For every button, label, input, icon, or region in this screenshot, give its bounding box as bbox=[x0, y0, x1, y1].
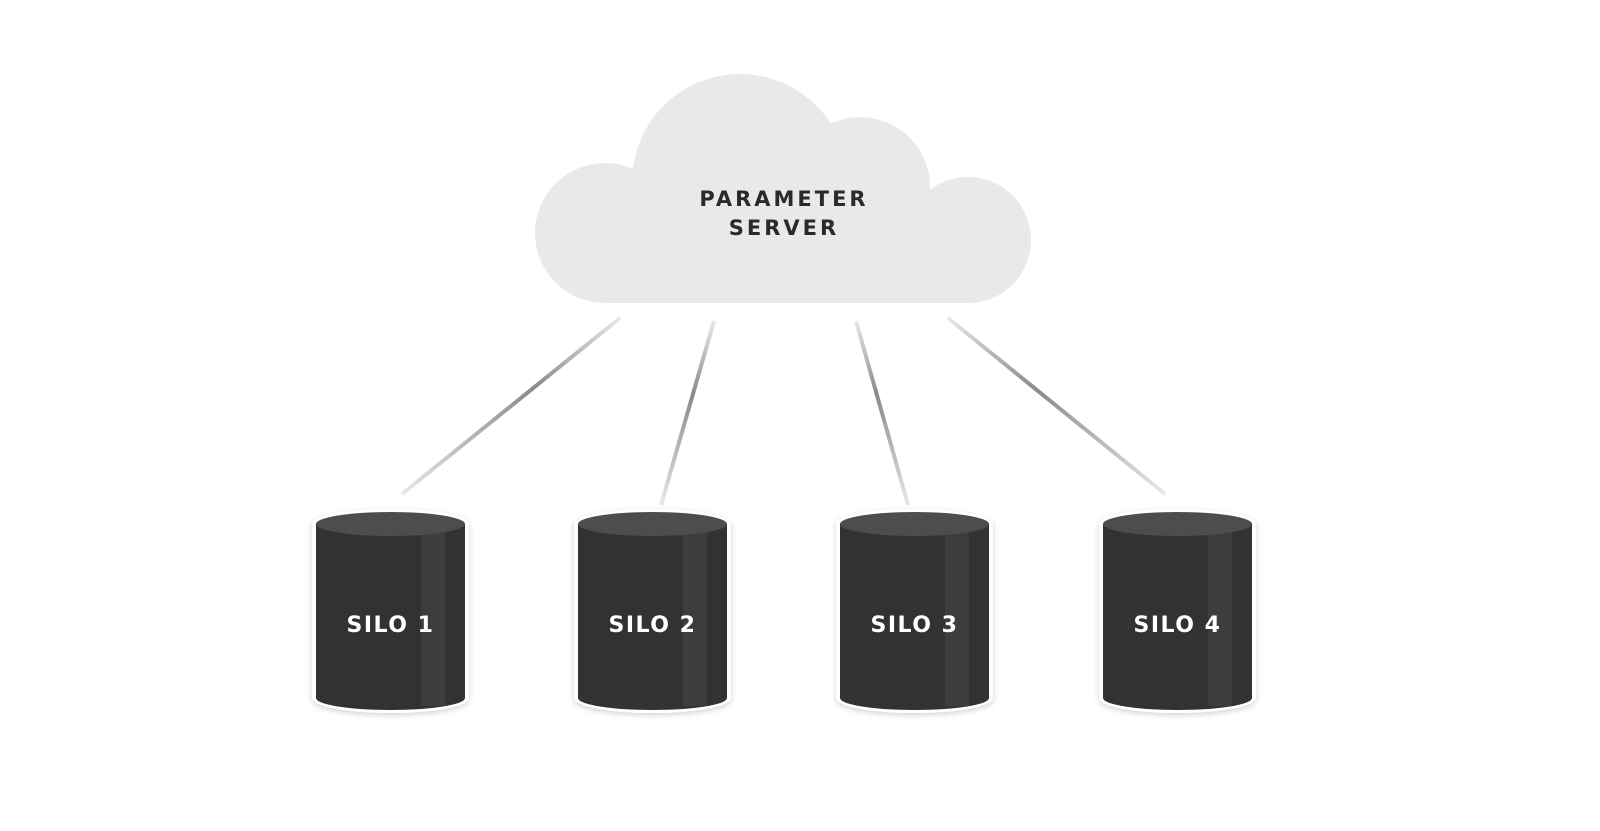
silo-4: SILO 4 bbox=[1099, 509, 1256, 714]
silo-3: SILO 3 bbox=[836, 509, 993, 714]
parameter-server-cloud: PARAMETER SERVER bbox=[535, 74, 1031, 303]
silo-1: SILO 1 bbox=[312, 509, 470, 714]
server-label-line1: PARAMETER bbox=[699, 187, 868, 211]
connection-line bbox=[400, 316, 622, 496]
connection-line bbox=[854, 320, 910, 506]
connection-line bbox=[659, 320, 716, 506]
silo-label: SILO 2 bbox=[609, 613, 697, 638]
connection-line bbox=[946, 316, 1167, 496]
server-label-line2: SERVER bbox=[729, 216, 839, 240]
connections bbox=[400, 316, 1167, 506]
silo-label: SILO 3 bbox=[871, 613, 959, 638]
silo-label: SILO 4 bbox=[1134, 613, 1222, 638]
silo-2: SILO 2 bbox=[574, 509, 731, 714]
silo-label: SILO 1 bbox=[347, 613, 435, 638]
